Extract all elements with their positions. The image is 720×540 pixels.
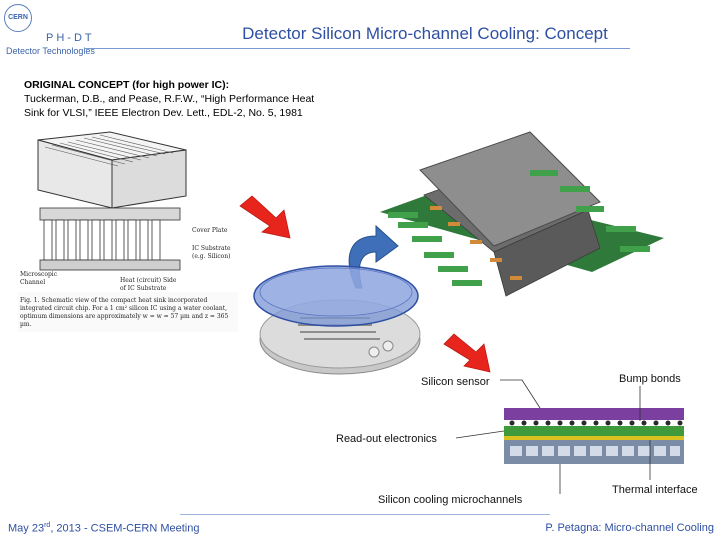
- readout-layer: [504, 426, 684, 436]
- microchannel-wafer: [253, 265, 421, 375]
- footer-date: May 23: [8, 522, 45, 535]
- slide-title: Detector Silicon Micro-channel Cooling: …: [242, 24, 608, 43]
- svg-text:Cover Plate: Cover Plate: [192, 227, 228, 234]
- arrow-1-icon: [239, 195, 291, 239]
- footer-author: P. Petagna: Micro-channel Cooling: [545, 522, 714, 534]
- footer-date-meeting: May 23rd, 2013 - CSEM-CERN Meeting: [8, 522, 199, 535]
- silicon-sensor-layer: [504, 408, 684, 420]
- svg-text:IC Substrate: IC Substrate: [192, 245, 231, 252]
- label-readout-electronics: Read-out electronics: [336, 433, 437, 445]
- cern-logo: CERN PH-DT Detector Technologies: [4, 4, 124, 56]
- label-silicon-sensor: Silicon sensor: [421, 376, 490, 388]
- concept-citation-line-2: Sink for VLSI,” IEEE Electron Dev. Lett.…: [24, 107, 303, 119]
- svg-text:Heat (circuit) Side: Heat (circuit) Side: [120, 277, 177, 284]
- svg-text:Fig. 1. Schematic view of the: Fig. 1. Schematic view of the compact he…: [20, 297, 207, 304]
- concept-citation-line-1: Tuckerman, D.B., and Pease, R.F.W., “Hig…: [24, 93, 315, 105]
- concept-reference: ORIGINAL CONCEPT (for high power IC): Tu…: [24, 78, 344, 120]
- concept-heading: ORIGINAL CONCEPT (for high power IC):: [24, 79, 230, 91]
- title-divider: [84, 48, 630, 49]
- label-thermal-interface: Thermal interface: [612, 484, 698, 496]
- heat-sink-drawing: Cover Plate IC Substrate (e.g. Silicon) …: [18, 131, 238, 332]
- detector-module-drawing: [380, 131, 664, 297]
- svg-text:of IC Substrate: of IC Substrate: [120, 285, 167, 292]
- svg-text:µm.: µm.: [20, 321, 32, 328]
- svg-text:Microscopic: Microscopic: [20, 271, 58, 278]
- footer-meeting: , 2013 - CSEM-CERN Meeting: [50, 522, 200, 535]
- logo-subtitle: Detector Technologies: [6, 46, 95, 56]
- svg-text:(e.g. Silicon): (e.g. Silicon): [192, 253, 231, 260]
- footer-divider: [180, 514, 550, 515]
- cross-section-drawing: [455, 379, 684, 494]
- svg-text:integrated circuit chip. For a: integrated circuit chip. For a 1 cm² sil…: [20, 305, 227, 312]
- svg-text:Channel: Channel: [20, 279, 45, 286]
- cern-badge-icon: CERN: [4, 4, 32, 32]
- label-cooling-microchannels: Silicon cooling microchannels: [378, 494, 523, 506]
- thermal-interface-layer: [504, 436, 684, 440]
- label-bump-bonds: Bump bonds: [619, 373, 681, 385]
- svg-text:optimum dimensions are approxi: optimum dimensions are approximately w =…: [20, 313, 228, 320]
- logo-group-name: PH-DT: [46, 32, 95, 44]
- footer-date-suffix: rd: [44, 522, 51, 529]
- arrow-2-icon: [443, 333, 491, 373]
